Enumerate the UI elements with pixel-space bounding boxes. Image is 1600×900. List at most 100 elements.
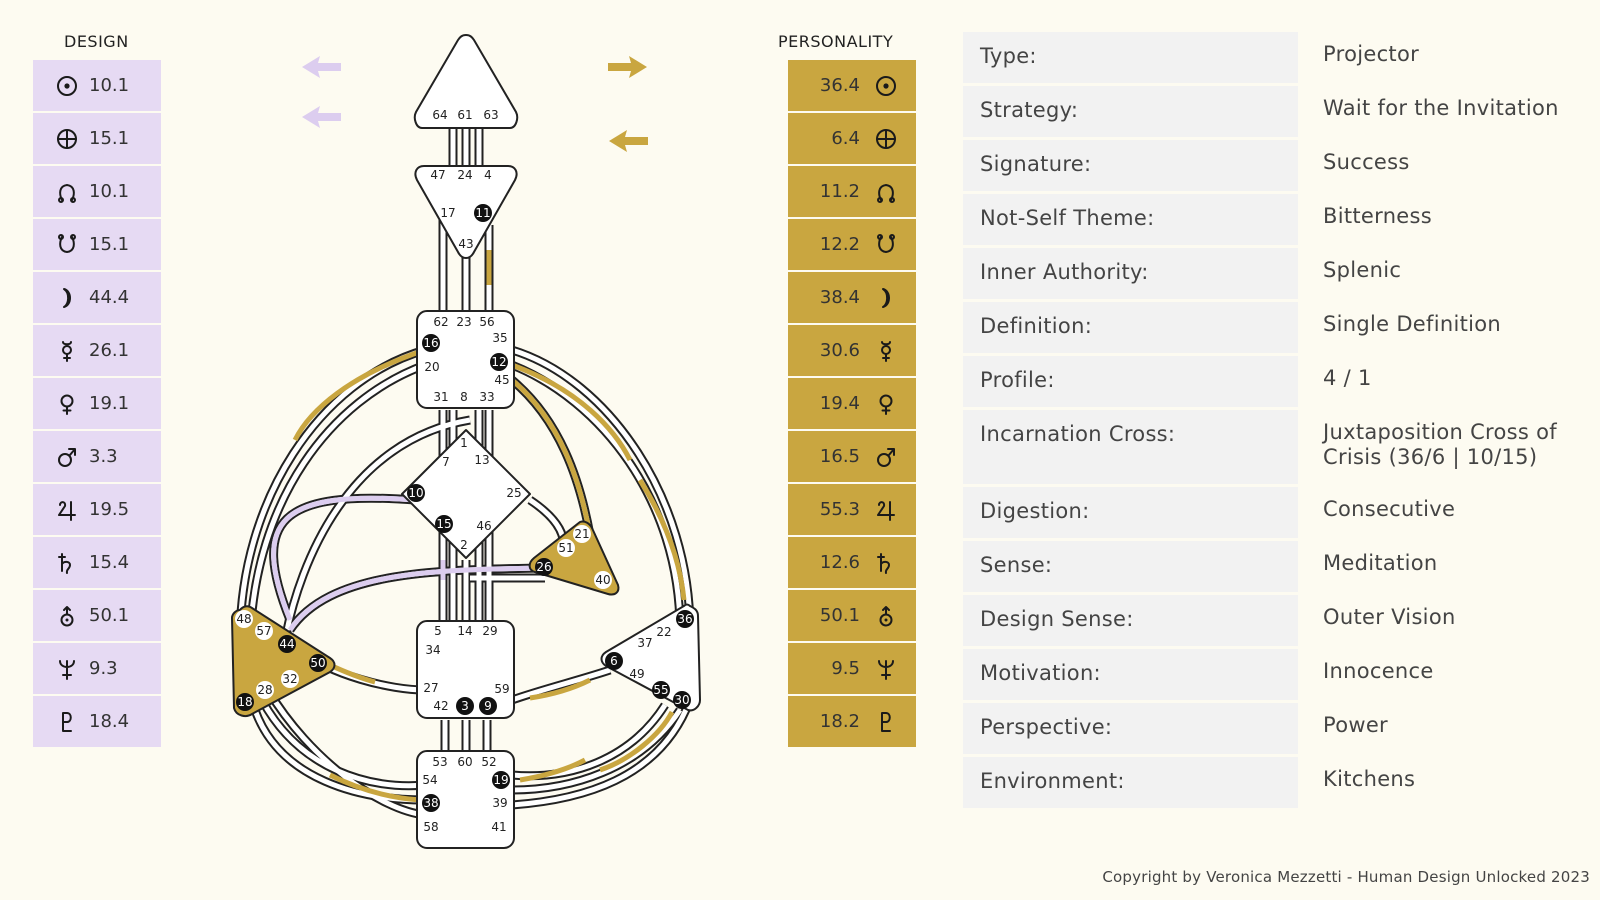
gate-18: 18 [236,693,254,711]
personality-gate-value: 30.6 [819,340,860,361]
sun-icon [874,74,898,98]
gate-number: 5 [434,624,442,638]
gate-marker [573,525,591,543]
info-value: 4 / 1 [1323,366,1372,390]
info-label: Not-Self Theme: [963,194,1298,245]
info-value: Splenic [1323,258,1402,282]
gate-number: 19 [493,773,508,787]
personality-arrow-top-right-icon [608,56,647,78]
design-gate-value: 18.4 [89,711,130,732]
personality-gate-value: 12.2 [819,234,860,255]
design-gate-value: 9.3 [89,658,118,679]
gate-number: 53 [432,755,447,769]
earth-icon [55,127,79,151]
gate-7: 7 [442,455,450,469]
g-center [401,429,531,559]
gate-number: 1 [460,436,468,450]
gate-59: 59 [494,682,509,696]
info-label: Inner Authority: [963,248,1298,299]
gate-37: 37 [637,636,652,650]
gate-60: 60 [457,755,472,769]
design-planet-row: 15.1 [33,219,161,270]
gate-number: 55 [653,683,668,697]
gate-19: 19 [492,771,510,789]
info-row: Environment:Kitchens [963,757,1583,808]
gate-number: 32 [282,672,297,686]
gate-number: 43 [458,237,473,251]
info-label: Definition: [963,302,1298,353]
gate-31: 31 [433,390,448,404]
gate-number: 60 [457,755,472,769]
uranus-icon [55,604,79,628]
moon-icon [874,286,898,310]
gate-marker [256,681,274,699]
gate-marker [435,515,453,533]
gate-number: 24 [457,168,472,182]
gate-number: 38 [423,796,438,810]
gate-45: 45 [494,373,509,387]
design-arrow-bottom-left-icon [302,106,341,128]
gate-marker [490,353,508,371]
gate-number: 45 [494,373,509,387]
gate-36: 36 [676,610,694,628]
gate-13: 13 [474,453,489,467]
gate-62: 62 [433,315,448,329]
personality-planet-row: 18.2 [788,696,916,747]
gate-44: 44 [278,635,296,653]
design-arrows [302,56,341,128]
gate-41: 41 [491,820,506,834]
gate-number: 51 [558,541,573,555]
info-value: Wait for the Invitation [1323,96,1559,120]
gate-number: 56 [479,315,494,329]
personality-gate-value: 36.4 [819,75,860,96]
gate-33: 33 [479,390,494,404]
gate-39: 39 [492,796,507,810]
design-planet-row: 19.5 [33,484,161,535]
gate-marker [309,654,327,672]
gate-number: 23 [456,315,471,329]
info-row: Type:Projector [963,32,1583,83]
gate-20: 20 [424,360,439,374]
design-arrow-top-left-icon [302,56,341,78]
info-label: Sense: [963,541,1298,592]
channels [235,128,695,820]
mercury-icon [55,339,79,363]
gate-42: 42 [433,699,448,713]
gate-21: 21 [573,525,591,543]
head-center [413,33,519,129]
info-value: Success [1323,150,1410,174]
info-row: Signature:Success [963,140,1583,191]
gate-number: 14 [457,624,472,638]
gate-52: 52 [481,755,496,769]
gate-2: 2 [460,538,468,552]
centers [230,33,702,849]
info-row: Inner Authority: Splenic [963,248,1583,299]
gate-64: 64 [432,108,447,122]
design-gate-value: 3.3 [89,446,118,467]
gate-number: 28 [257,683,272,697]
neptune-icon [874,657,898,681]
personality-gate-value: 18.2 [819,711,860,732]
gate-number: 40 [595,573,610,587]
gate-number: 63 [483,108,498,122]
personality-gate-value: 50.1 [819,605,860,626]
gate-number: 35 [492,331,507,345]
info-label: Perspective: [963,703,1298,754]
gate-marker [422,334,440,352]
ajna-center [414,165,518,259]
gate-number: 30 [674,693,689,707]
gate-number: 39 [492,796,507,810]
venus-icon [55,392,79,416]
gate-number: 61 [457,108,472,122]
gate-29: 29 [482,624,497,638]
mars-icon [874,445,898,469]
pluto-icon [55,710,79,734]
info-label: Type: [963,32,1298,83]
info-row: Profile:4 / 1 [963,356,1583,407]
gate-number: 18 [237,695,252,709]
design-gate-value: 26.1 [89,340,130,361]
gate-11: 11 [474,204,492,222]
pluto-icon [874,710,898,734]
gate-marker [479,697,497,715]
gate-53: 53 [432,755,447,769]
